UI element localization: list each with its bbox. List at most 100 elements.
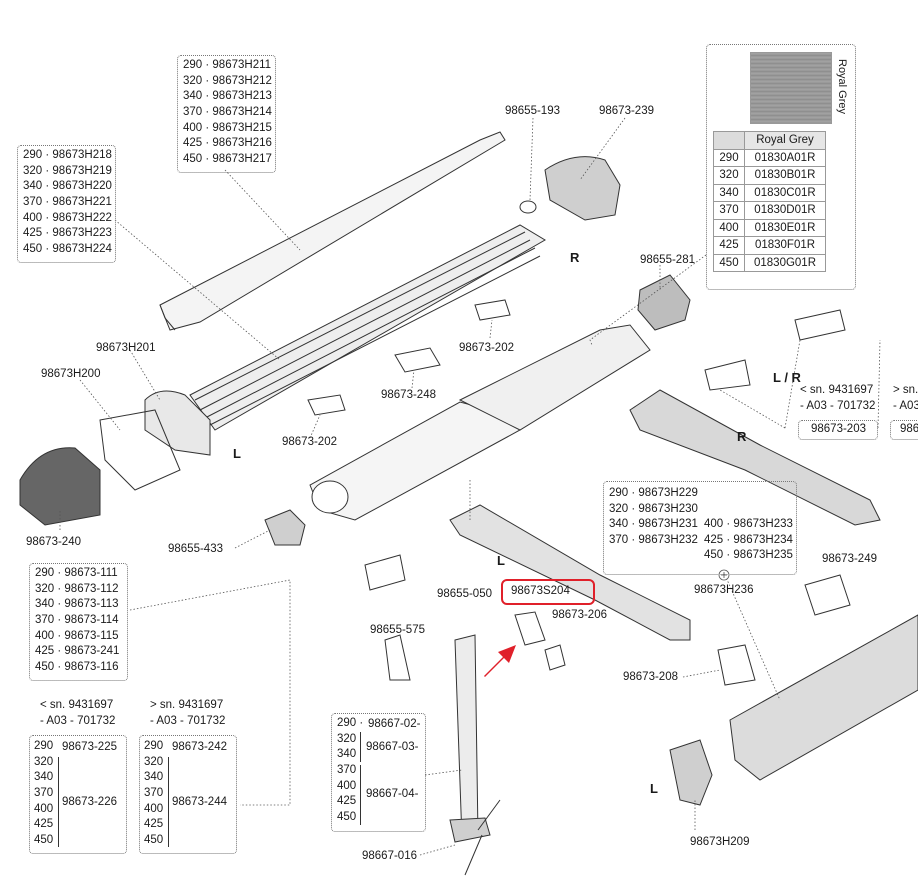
size-code: 320 · 98673H230 [609, 502, 698, 515]
size: 340 [34, 771, 54, 784]
serial-range-r-left: < sn. 9431697 - A03 - 701732 [800, 383, 875, 414]
leg-code-b: 98667-03- [366, 741, 419, 753]
serial-text: - A03 - 701732 [800, 399, 876, 412]
table-header: Royal Grey [744, 131, 826, 150]
leg-code-c: 98667-04- [366, 788, 419, 800]
front-profile-sizes-b: 400 · 98673H233 425 · 98673H234 450 · 98… [704, 517, 793, 564]
size-code: 340 · 98673H220 [23, 180, 112, 193]
tube-sizes-box [29, 563, 128, 681]
part-label: 98667-016 [362, 850, 417, 862]
table-cell: 450 [713, 253, 745, 272]
leg-sizes-box [331, 713, 426, 832]
table-cell: 340 [713, 183, 745, 202]
part-label: 98673-203 [811, 423, 866, 435]
side-label: L [497, 553, 505, 568]
size-code: 425 · 98673-241 [35, 645, 120, 658]
arm-sizes-box-right [139, 735, 237, 854]
part-label: 98673H236 [694, 584, 754, 596]
serial-text: - A03 - 701732 [150, 714, 226, 727]
part-label: 986 [900, 423, 918, 435]
size-code: 400 · 98673H222 [23, 211, 112, 224]
size: 290 [34, 740, 54, 752]
arm-sizes-left: 290 320 340 370 400 425 450 [34, 739, 53, 849]
size-code: 340 · 98673H213 [183, 90, 272, 103]
leg-sizes: 290 · 320 340 370 400 425 450 [337, 716, 363, 826]
profile-sizes-box [17, 145, 116, 263]
size: 450 [337, 811, 357, 824]
side-label: L [233, 446, 241, 461]
size: 425 [144, 818, 164, 831]
size-code: 290 · 98673H211 [183, 59, 272, 71]
arm-code-left: 98673-226 [62, 796, 117, 808]
top-cover-sizes-box [177, 55, 276, 173]
table-cell: 01830B01R [744, 166, 826, 185]
size: 290 [144, 740, 164, 752]
part-label: 98673H209 [690, 836, 750, 848]
serial-text: > sn. 9431697 [150, 699, 224, 711]
size-code: 320 · 98673-112 [35, 582, 119, 595]
part-label: 98673-206 [552, 609, 607, 621]
table-cell: 01830F01R [744, 236, 826, 255]
serial-text: > sn. [893, 384, 918, 396]
part-label: 98655-575 [370, 624, 425, 636]
size: 425 [34, 818, 54, 831]
serial-text: < sn. 9431697 [40, 699, 114, 711]
size-code: 400 · 98673H233 [704, 518, 793, 530]
arm-top-code-left: 98673-225 [62, 741, 117, 753]
part-label: 98673-202 [459, 342, 514, 354]
part-label: 98673-240 [26, 536, 81, 548]
table-cell: 425 [713, 236, 745, 255]
size: 400 [144, 802, 164, 815]
top-cover-sizes: 290 · 98673H211 320 · 98673H212 340 · 98… [183, 58, 272, 168]
size-code: 370 · 98673H214 [183, 106, 272, 119]
part-box [890, 420, 918, 440]
size-code: 320 · 98673H212 [183, 74, 272, 87]
serial-text: - A03 - 701732 [40, 714, 116, 727]
serial-range-left: < sn. 9431697 - A03 - 701732 [40, 698, 115, 729]
serial-text: - A03 [893, 399, 918, 412]
red-arrow-icon [484, 645, 516, 677]
highlighted-part-outline [501, 579, 595, 605]
table-cell: 320 [713, 166, 745, 185]
size-code: 320 · 98673H219 [23, 164, 112, 177]
size: 450 [34, 834, 54, 847]
size: 320 [144, 755, 164, 768]
part-label: 98655-433 [168, 543, 223, 555]
fabric-swatch [750, 52, 832, 124]
size-code: 450 · 98673-116 [35, 661, 119, 674]
leg-code-a: 98667-02- [368, 718, 421, 730]
table-cell: 400 [713, 218, 745, 237]
part-label: 98673-239 [599, 105, 654, 117]
swatch-label: Royal Grey [836, 59, 848, 115]
table-cell: 290 [713, 148, 745, 167]
part-label: 98673-249 [822, 553, 877, 565]
part-label: 98673-202 [282, 436, 337, 448]
size-code: 400 · 98673H215 [183, 121, 272, 134]
table-cell: 01830C01R [744, 183, 826, 202]
table-cell: 01830G01R [744, 253, 826, 272]
size: 370 [34, 787, 54, 800]
table-cell: 01830D01R [744, 201, 826, 220]
size-code: 370 · 98673H232 [609, 534, 698, 547]
part-label: 98655-050 [437, 588, 492, 600]
serial-range-right: > sn. 9431697 - A03 - 701732 [150, 698, 225, 729]
profile-sizes: 290 · 98673H218 320 · 98673H219 340 · 98… [23, 148, 112, 258]
size: 370 [337, 764, 357, 777]
size-code: 450 · 98673H235 [704, 549, 793, 562]
side-label: R [570, 250, 580, 265]
size: 370 [144, 787, 164, 800]
table-cell: 01830A01R [744, 148, 826, 167]
size: 290 · [337, 717, 364, 729]
side-label: L / R [773, 370, 801, 385]
size-code: 290 · 98673H218 [23, 149, 112, 161]
size-code: 290 · 98673H229 [609, 487, 698, 499]
part-label: 98673H201 [96, 342, 156, 354]
size: 320 [337, 732, 357, 745]
size-code: 370 · 98673H221 [23, 196, 112, 209]
size-code: 425 · 98673H234 [704, 533, 793, 546]
size-code: 425 · 98673H216 [183, 137, 272, 150]
table-cell: 370 [713, 201, 745, 220]
size-code: 425 · 98673H223 [23, 227, 112, 240]
size-code: 340 · 98673-113 [35, 598, 119, 611]
